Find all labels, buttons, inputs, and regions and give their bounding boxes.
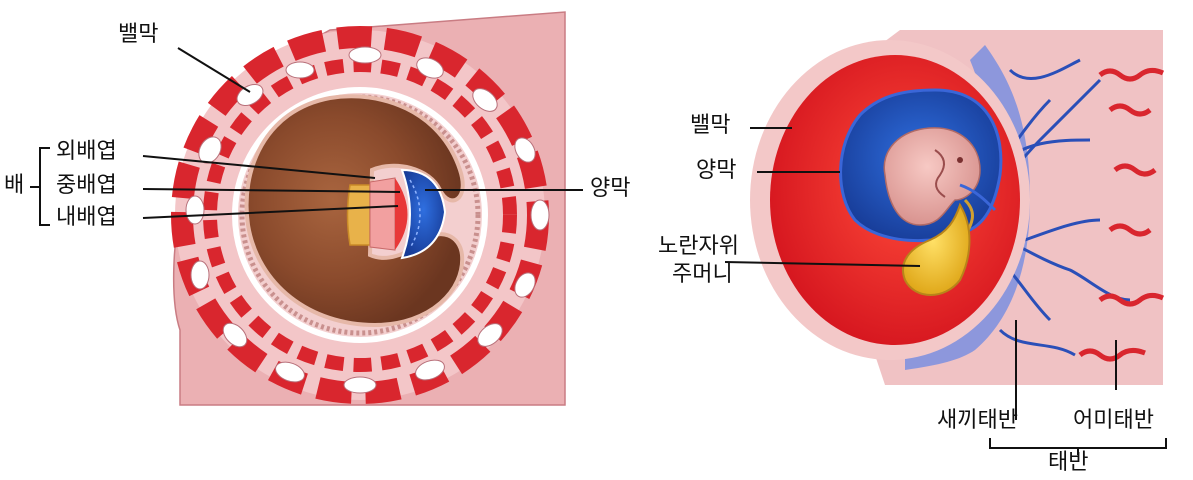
label-embryo: 배 bbox=[4, 175, 24, 197]
label-endoderm: 내배엽 bbox=[56, 207, 117, 229]
label-yolk-sac-line2: 주머니 bbox=[672, 264, 733, 286]
label-ectoderm: 외배엽 bbox=[56, 141, 117, 163]
right-figure bbox=[750, 30, 1163, 385]
label-yolk-sac-line1: 노란자위 bbox=[658, 236, 739, 258]
left-figure bbox=[174, 12, 565, 405]
label-amnion-left: 양막 bbox=[590, 178, 630, 200]
label-fetal-placenta: 새끼태반 bbox=[937, 410, 1018, 432]
label-maternal-placenta: 어미태반 bbox=[1073, 410, 1154, 432]
label-chorion-right: 밸막 bbox=[690, 115, 730, 137]
label-chorion-left: 밸막 bbox=[118, 24, 158, 46]
label-amnion-right: 양막 bbox=[696, 160, 736, 182]
label-placenta: 태반 bbox=[1048, 452, 1088, 474]
label-mesoderm: 중배엽 bbox=[56, 175, 117, 197]
